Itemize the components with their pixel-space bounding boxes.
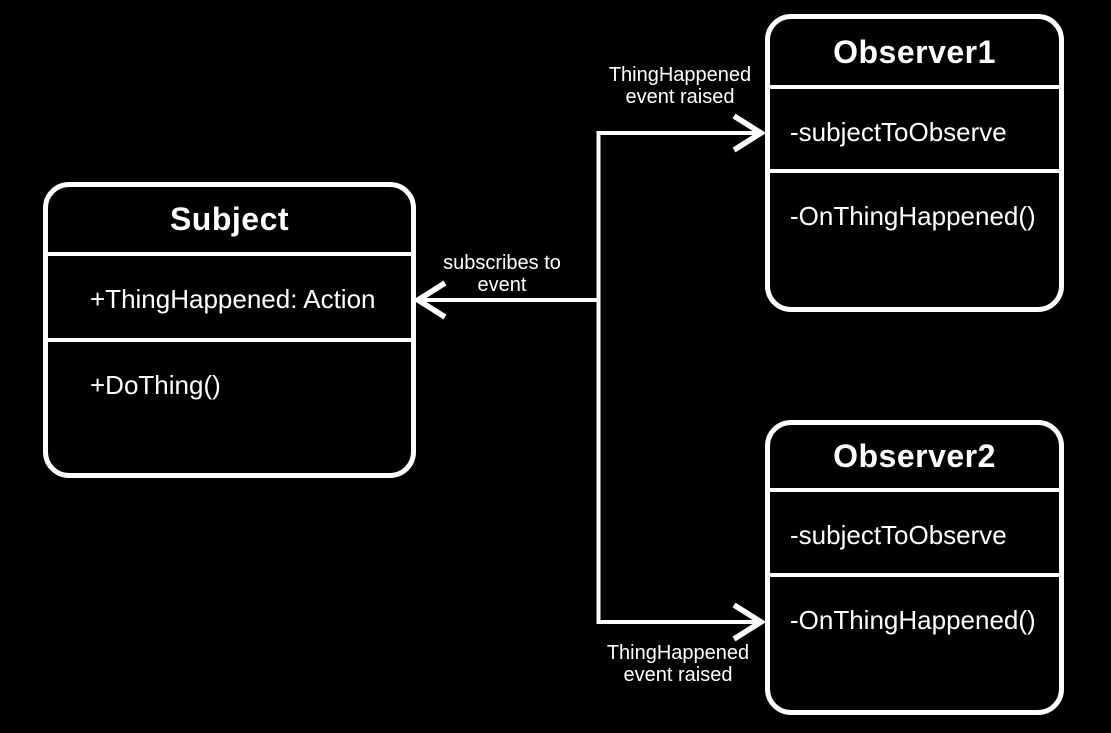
edge-label-event-raised-top: ThingHappened event raised [608,64,752,108]
arrowhead-subject-icon [412,280,447,320]
class-title: Observer1 [770,19,1059,89]
class-member-field: -subjectToObserve [770,492,1059,577]
arrowhead-observer1-icon [732,113,767,153]
class-box-observer1: Observer1 -subjectToObserve -OnThingHapp… [765,14,1064,312]
class-box-subject: Subject +ThingHappened: Action +DoThing(… [43,182,416,478]
class-title: Observer2 [770,425,1059,492]
class-member-field: +ThingHappened: Action [48,256,411,342]
class-member-method: -OnThingHappened() [790,201,1036,231]
arrowhead-observer2-icon [732,602,767,642]
edge-label-event-raised-bottom: ThingHappened event raised [606,642,750,686]
edge-label-subscribes-to-event: subscribes to event [443,252,561,296]
class-box-observer2: Observer2 -subjectToObserve -OnThingHapp… [765,420,1064,715]
class-member-method: +DoThing() [90,370,221,400]
class-member-field: -subjectToObserve [770,89,1059,173]
class-member-method: -OnThingHappened() [790,605,1036,635]
class-title: Subject [48,187,411,256]
